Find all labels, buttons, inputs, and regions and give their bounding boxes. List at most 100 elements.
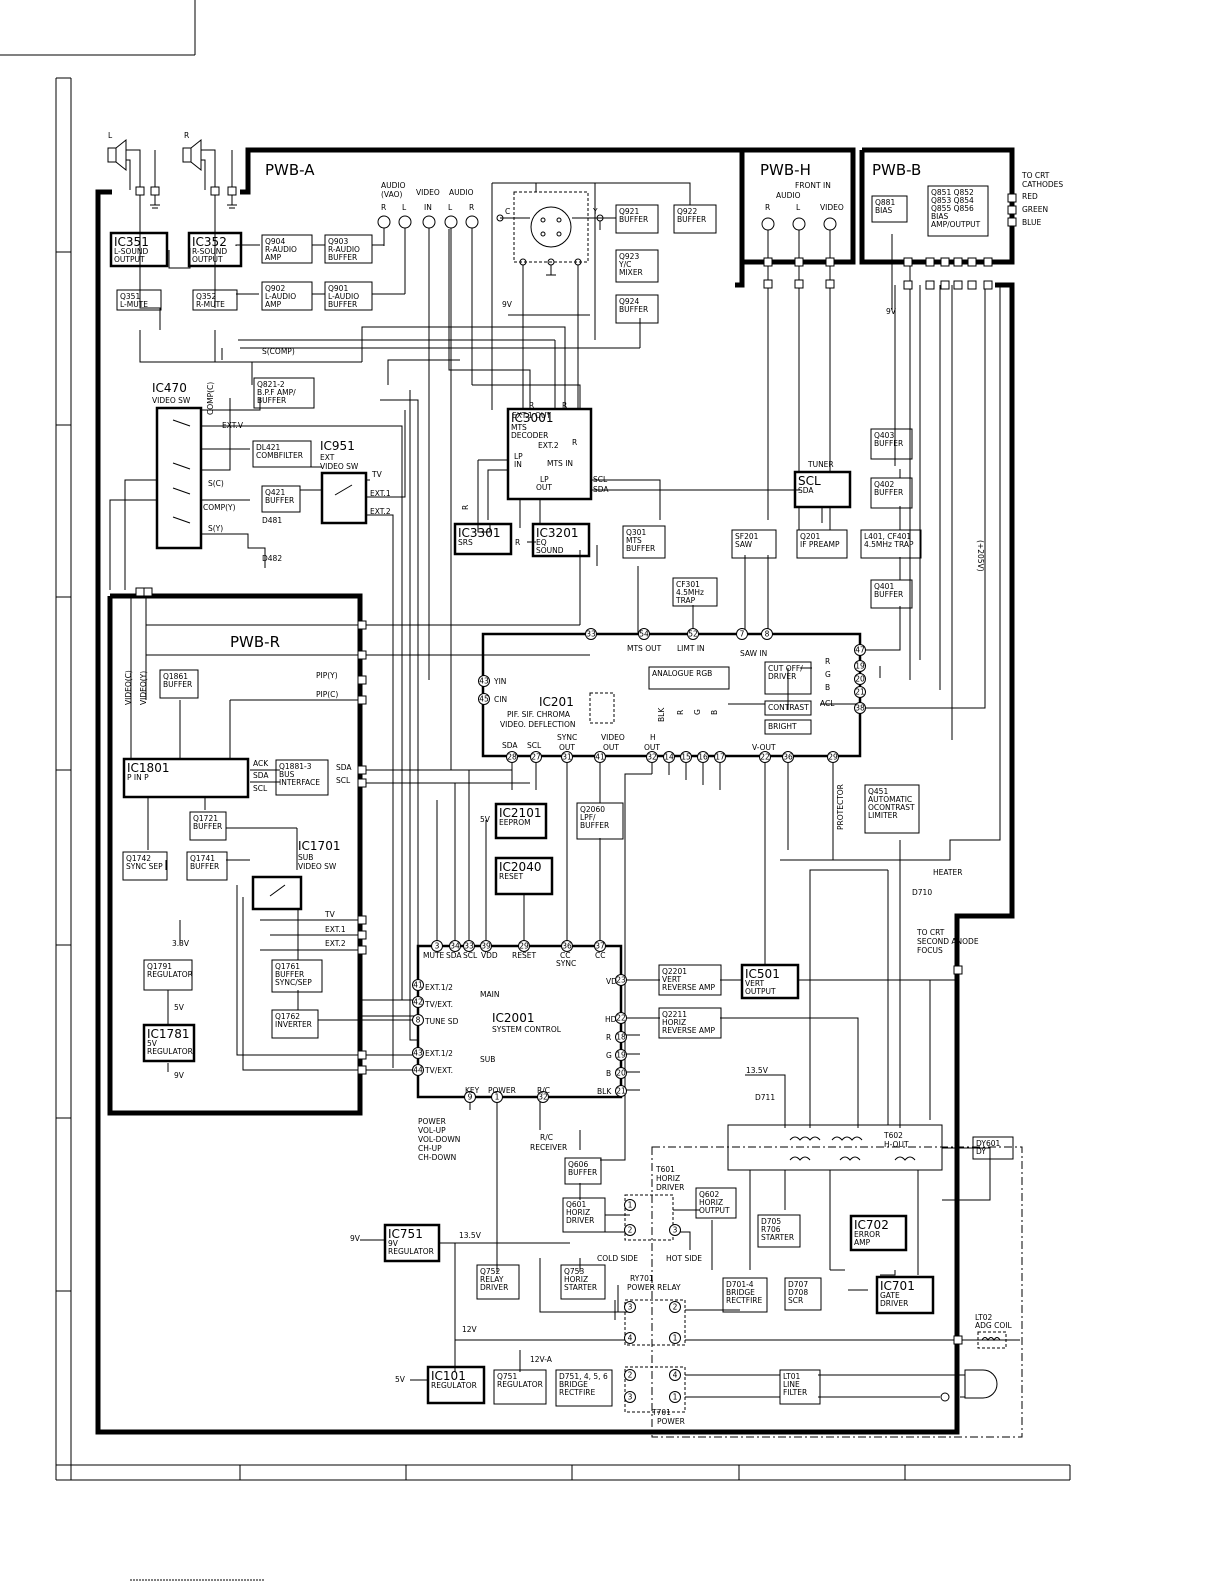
pwb-r-label: PWB-R [230,633,280,651]
t701-pin-2-number: 2 [628,1371,633,1380]
ic201-pin-29: 29 [827,751,839,763]
ic3201-text-1: EQ [536,538,547,547]
ic2001-pin-33-number: 33 [464,942,474,951]
ic201-pin-17: 17 [714,751,726,763]
jack-title-2: (VAO) [381,190,402,199]
q401-text-0: Q401 [874,582,894,591]
d482-label: D482 [262,554,282,563]
ic2001-pin-9: 9 [464,1091,476,1103]
t701-pin-3-number: 3 [628,1393,633,1402]
connector-14 [953,1335,963,1345]
labels-cold-side-label: COLD SIDE [597,1254,638,1263]
ic201-pin-17-number: 17 [715,753,725,762]
connector-9 [357,930,367,940]
ic201-pin-36: 36 [782,751,794,763]
ic201-pin-36-number: 36 [783,753,793,762]
q2211-text-1: HORIZ [662,1018,686,1027]
ic2001-subtitle: SYSTEM CONTROL [492,1025,562,1034]
ic201-sub1: PIF. SIF. CHROMA [507,710,571,719]
d707-text-0: D707 [788,1280,808,1289]
ic201-pin-22: 22 [759,751,771,763]
q1881-text-1: BUS [279,770,295,779]
labels-v-out-label: V-OUT [752,743,776,752]
sf201-text-0: SF201 [735,532,759,541]
ic2101-text-1: EEPROM [499,818,531,827]
ic201-pin-52-number: 52 [688,630,698,639]
ic701-text-2: DRIVER [880,1299,908,1308]
ic951-sub1: EXT [320,453,335,462]
d707-text-2: SCR [788,1296,803,1305]
connector-22 [967,257,977,267]
key-3-label: CH-UP [418,1144,442,1153]
labels-reset-label: RESET [512,951,536,960]
ic201-pin-14: 14 [663,751,675,763]
connector-11 [357,1050,367,1060]
labels-sync-out1-label: SYNC [557,733,577,742]
ic3301-text-1: SRS [458,538,473,547]
ic2001-pin-8: 8 [412,1014,424,1026]
ic201-pin-8: 8 [761,628,773,640]
analogue-rgb-block: ANALOGUE RGB [648,666,730,690]
speaker-left-icon: L [107,131,127,172]
q752-text-1: RELAY [480,1275,504,1284]
ic2001-pin-18-number: 18 [616,1033,626,1042]
connector-13 [953,965,963,975]
ic2001-r-label: R [606,1033,611,1042]
ic201-pin-16-number: 16 [698,753,708,762]
connector-29 [983,280,993,290]
ic3001-r1-label: R [529,401,534,410]
ic702-text-1: ERROR [854,1230,880,1239]
ry701-pin-2: 2 [669,1301,681,1313]
ic2001-pin-42: 42 [412,996,424,1008]
labels-power-label: POWER [488,1086,516,1095]
speaker-right-label: R [184,131,189,140]
s-video-connector: C Y [491,182,691,440]
ic2001-pin-20-number: 20 [616,1069,626,1078]
d705-text-2: STARTER [761,1233,794,1242]
labels-ext1-label: EXT.1 [370,489,391,498]
ic201-pin-28-number: 28 [507,753,517,762]
q921-text-0: Q921 [619,207,639,216]
labels-sync-out2-label: OUT [559,743,575,752]
v9-top-label: 9V [502,300,513,309]
q351-text-0: Q351 [120,292,140,301]
ic751-text-2: REGULATOR [388,1247,434,1256]
ic352-text-0: IC352 [192,235,227,249]
q1762-text-0: Q1762 [275,1012,300,1021]
rgb-b-label: B [825,683,830,692]
labels-vdd-label: VDD [481,951,498,960]
d481-label: D481 [262,516,282,525]
q751-text-0: Q751 [497,1372,517,1381]
ry701-pin-1-number: 1 [673,1334,678,1343]
key-0-label: POWER [418,1117,446,1126]
ic201-pin-29-number: 29 [828,753,838,762]
ic201-pin-28: 28 [506,751,518,763]
ic702-text-0: IC702 [854,1218,889,1232]
q903-text-1: R-AUDIO [328,245,360,254]
labels-v33-label: 3.3V [172,939,190,948]
connector-10 [357,945,367,955]
t601-1-label: HORIZ [656,1174,680,1183]
ic201-pin-31: 31 [561,751,573,763]
t601-0-label: T601 [655,1165,675,1174]
ic201-pin-54-number: 54 [639,630,649,639]
bright-block: BRIGHT [764,719,812,735]
q601-text-0: Q601 [566,1200,586,1209]
